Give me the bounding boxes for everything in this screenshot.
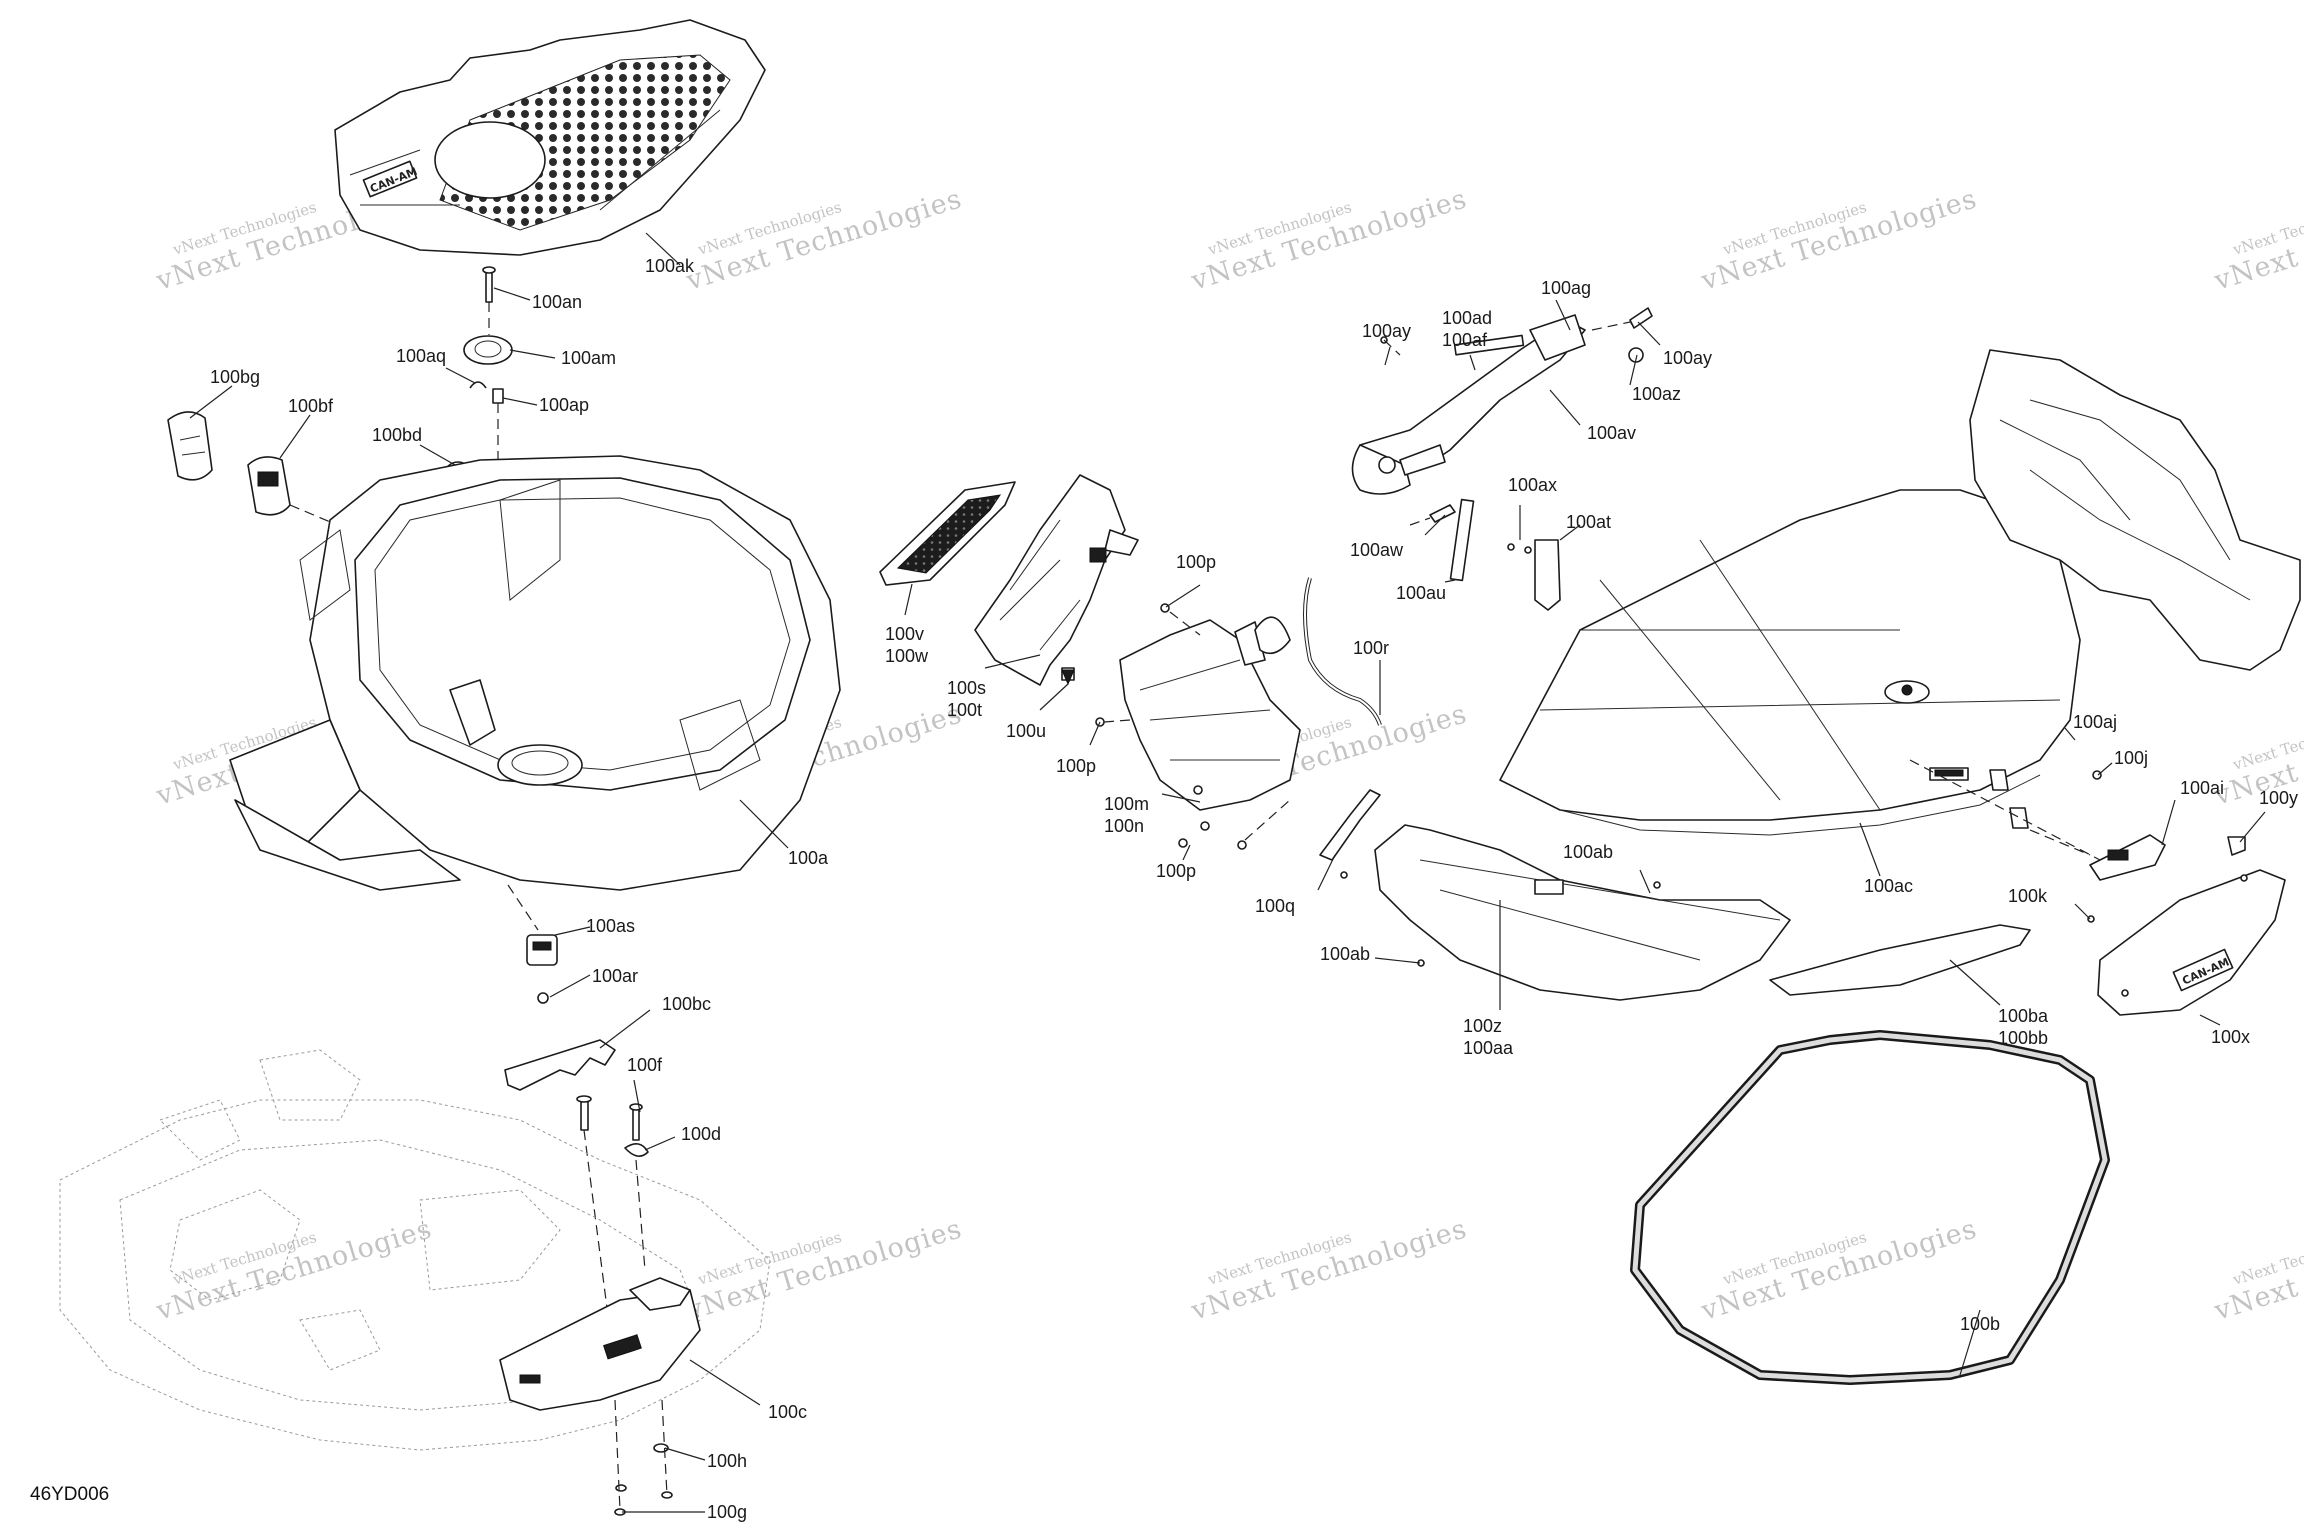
callout-labels: 100ak 100an 100am 100aq 100ap 100bg 100b… [210, 256, 2298, 1522]
callout-100an: 100an [532, 292, 582, 312]
callout-line: 100w [885, 646, 929, 666]
callout-100as: 100as [586, 916, 635, 936]
callout-100x: 100x [2211, 1027, 2250, 1047]
callout-100q: 100q [1255, 896, 1295, 916]
hinge-100as [507, 884, 558, 1004]
callout-100b: 100b [1960, 1314, 2000, 1334]
leader-lines [189, 232, 2266, 1513]
callout-line: 100n [1104, 816, 1144, 836]
callout-line: 100t [947, 700, 982, 720]
callout-100az: 100az [1632, 384, 1681, 404]
callout-100aw: 100aw [1350, 540, 1404, 560]
callout-100k: 100k [2008, 886, 2048, 906]
callout-100at: 100at [1566, 512, 1611, 532]
callout-100ax: 100ax [1508, 475, 1557, 495]
bracket-100at [1534, 539, 1561, 611]
nut-100ap [492, 388, 504, 404]
callout-100ai: 100ai [2180, 778, 2224, 798]
callout-100z-100aa: 100z 100aa [1463, 1016, 1514, 1058]
callout-line: 100bb [1998, 1028, 2048, 1048]
bracket-100bc [504, 1039, 616, 1091]
callout-line: 100aa [1463, 1038, 1514, 1058]
strap-100q [1319, 789, 1381, 861]
duct-100s [974, 474, 1139, 686]
cowl-upper-right [1969, 349, 2301, 671]
hinge-assembly [1351, 307, 1653, 611]
callout-100ak: 100ak [645, 256, 695, 276]
callout-100ar: 100ar [592, 966, 638, 986]
badge-panel-100x: CAN-AM [2097, 869, 2286, 1016]
strut-100au [1449, 498, 1475, 582]
callout-100d: 100d [681, 1124, 721, 1144]
screw-100an [485, 271, 493, 303]
callout-100c: 100c [768, 1402, 807, 1422]
callout-100ag: 100ag [1541, 278, 1591, 298]
callout-100av: 100av [1587, 423, 1636, 443]
callout-100p-top: 100p [1176, 552, 1216, 572]
callout-100m-100n: 100m 100n [1104, 794, 1154, 836]
callout-line: 100ba [1998, 1006, 2049, 1026]
callout-100p-low: 100p [1156, 861, 1196, 881]
callout-100au: 100au [1396, 583, 1446, 603]
panel-100m [1095, 603, 1301, 850]
washer-100az [1628, 347, 1644, 363]
panel-100z [1340, 824, 1791, 1001]
bracket-100c [499, 1277, 701, 1516]
callout-100am: 100am [561, 348, 616, 368]
strip-100ba [1769, 924, 2031, 996]
callout-100bf: 100bf [288, 396, 334, 416]
hull-ghost-outline [59, 1049, 771, 1451]
hood-100ac [1499, 489, 2081, 836]
hardware-cluster-top [463, 266, 513, 480]
cap-100am [463, 335, 513, 365]
seal-100b [1630, 1030, 2110, 1385]
callout-100ad-100af: 100ad 100af [1442, 308, 1497, 350]
callout-100s-100t: 100s 100t [947, 678, 991, 720]
callout-100f: 100f [627, 1055, 663, 1075]
screw-100ay-right [1629, 307, 1653, 329]
callout-100aj: 100aj [2073, 712, 2117, 732]
callout-100bd: 100bd [372, 425, 422, 445]
callout-100a: 100a [788, 848, 829, 868]
callout-100ba-100bb: 100ba 100bb [1998, 1006, 2053, 1048]
clip-100aq [469, 381, 487, 389]
callout-line: 100v [885, 624, 924, 644]
callout-100ac: 100ac [1864, 876, 1913, 896]
callout-100h: 100h [707, 1451, 747, 1471]
callout-100g: 100g [707, 1502, 747, 1522]
callout-100ab-lower: 100ab [1320, 944, 1370, 964]
callout-100p-mid: 100p [1056, 756, 1096, 776]
filter-100v [879, 481, 1016, 586]
callout-100ay-left: 100ay [1362, 321, 1411, 341]
callout-100r: 100r [1353, 638, 1389, 658]
callout-100y: 100y [2259, 788, 2298, 808]
cap-100bg [167, 411, 213, 481]
nut-100ar [537, 992, 549, 1004]
callout-line: 100ad [1442, 308, 1492, 328]
screw-100j [2092, 770, 2102, 780]
callout-100bc: 100bc [662, 994, 711, 1014]
diagram-reference: 46YD006 [30, 1484, 109, 1505]
grille-cover-part: CAN-AM [334, 19, 766, 256]
callout-100ay-right: 100ay [1663, 348, 1712, 368]
pin-100aw [1429, 504, 1456, 523]
cable-100r [1303, 577, 1382, 726]
callout-100ap: 100ap [539, 395, 589, 415]
callout-100aq: 100aq [396, 346, 446, 366]
callout-100u: 100u [1006, 721, 1046, 741]
callout-line: 100s [947, 678, 986, 698]
callout-100ab-upper: 100ab [1563, 842, 1613, 862]
callout-100v-100w: 100v 100w [885, 624, 929, 666]
storage-bin-part [229, 455, 841, 891]
callout-100bg: 100bg [210, 367, 260, 387]
callout-100j: 100j [2114, 748, 2148, 768]
callout-line: 100m [1104, 794, 1149, 814]
screw-100k [2087, 915, 2095, 923]
callout-line: 100z [1463, 1016, 1502, 1036]
callout-line: 100af [1442, 330, 1488, 350]
